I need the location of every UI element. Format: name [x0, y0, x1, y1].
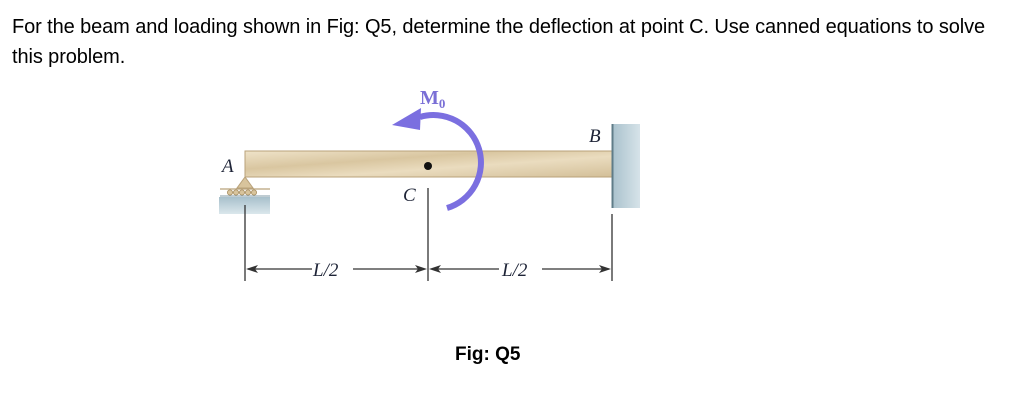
label-moment: M0 [420, 87, 445, 111]
problem-statement: For the beam and loading shown in Fig: Q… [12, 16, 986, 68]
dimension-arrowheads [246, 265, 611, 273]
dimension-lines [244, 188, 613, 281]
label-c: C [403, 185, 416, 206]
dimension-label-left: L/2 [312, 260, 339, 281]
figure-caption: Fig: Q5 [455, 344, 521, 365]
label-a: A [220, 156, 234, 177]
point-c-marker [424, 162, 432, 170]
counterclockwise-moment-icon [392, 108, 484, 211]
label-b: B [589, 126, 601, 147]
fixed-wall-icon [611, 124, 640, 208]
dimension-label-right: L/2 [501, 260, 528, 281]
